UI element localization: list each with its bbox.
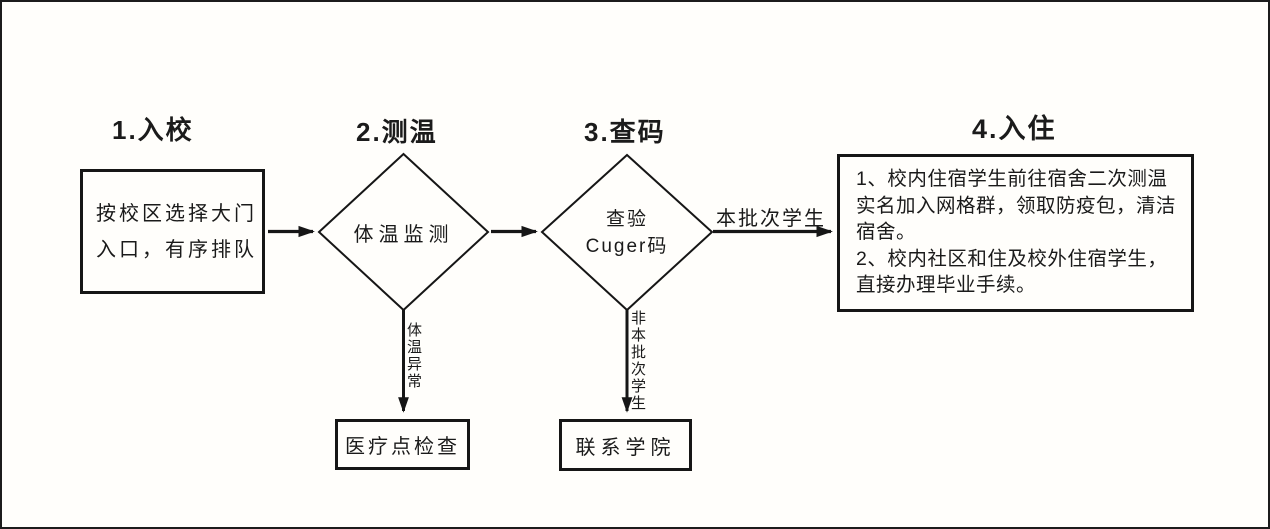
edge-label-not-current-batch: 非本批次学生 <box>629 310 646 412</box>
contact-college-box: 联系学院 <box>559 419 692 471</box>
edge-label-temp-abnormal: 体温异常 <box>405 322 422 390</box>
stage-title-code-check: 3.查码 <box>584 117 666 147</box>
stage-title-check-in: 4.入住 <box>972 114 1057 144</box>
stage-title-enter-school: 1.入校 <box>112 115 194 145</box>
stage-title-temp-measure: 2.测温 <box>356 117 438 147</box>
temp-check-diamond-label: 体温监测 <box>353 223 454 246</box>
code-check-diamond-shape <box>540 153 714 312</box>
checkin-instructions-box: 1、校内住宿学生前往宿舍二次测温 实名加入网格群，领取防疫包，清洁 宿舍。 2、… <box>837 154 1194 312</box>
edge-label-current-batch: 本批次学生 <box>716 208 826 230</box>
medical-check-box: 医疗点检查 <box>335 419 470 470</box>
code-check-diamond-label: 查验 Cuger码 <box>585 208 669 257</box>
temp-check-diamond-shape <box>317 152 490 312</box>
entry-process-box: 按校区选择大门 入口，有序排队 <box>80 169 265 294</box>
